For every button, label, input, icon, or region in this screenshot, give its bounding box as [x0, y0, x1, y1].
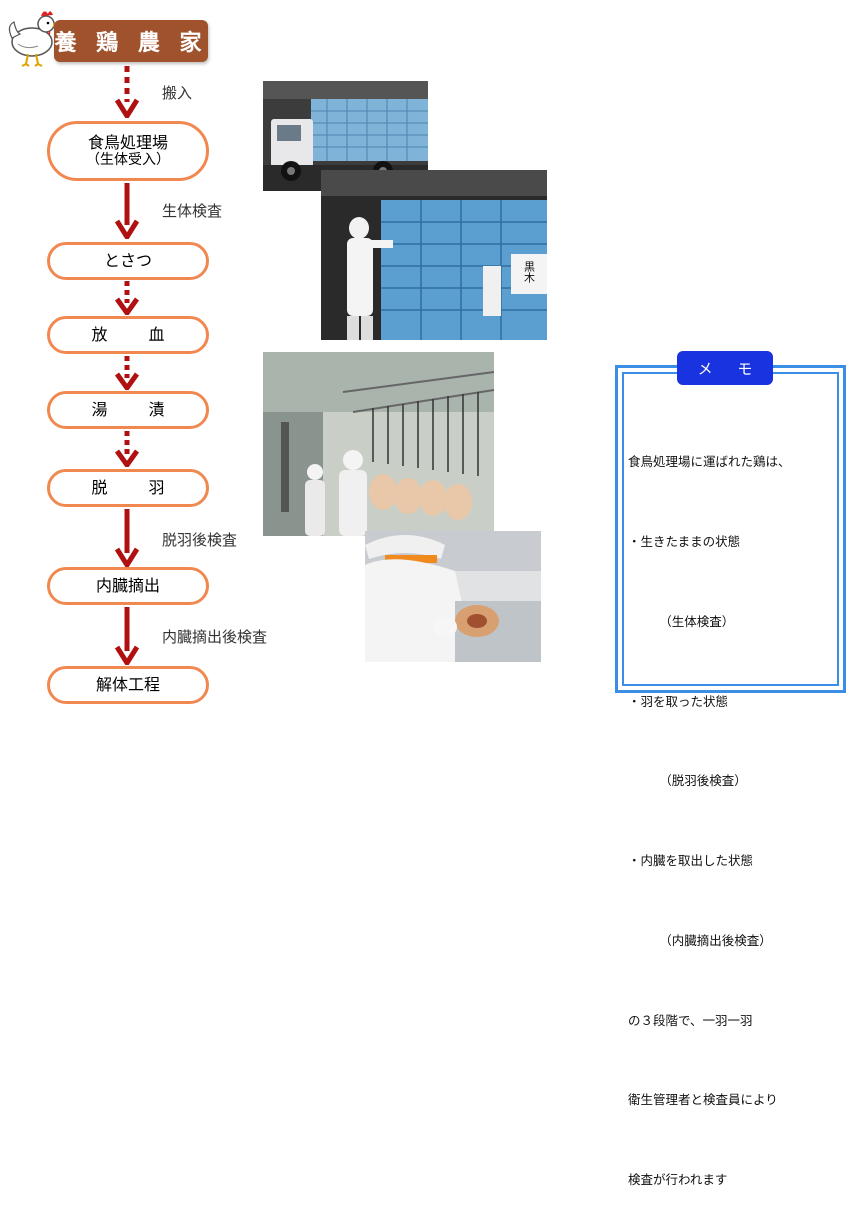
memo-line: ・内臓を取出した状態 — [628, 853, 754, 869]
chicken-icon — [8, 11, 59, 67]
step-scalding: 湯 漬 — [47, 391, 209, 429]
memo-title: メ モ — [677, 351, 773, 385]
memo-box — [615, 365, 846, 693]
crate-sign-text: 黒木 — [523, 261, 536, 284]
step-scalding-label: 湯 漬 — [91, 399, 183, 419]
step-slaughterhouse-sub: （生体受入） — [86, 152, 170, 169]
memo-line: 食鳥処理場に運ばれた鶏は、 — [628, 454, 791, 470]
farm-header: 養 鶏 農 家 — [54, 20, 208, 62]
label-post-evisceration-inspection: 内臓摘出後検査 — [162, 628, 268, 646]
dotted-arrow-4 — [114, 431, 140, 467]
step-defeathering-label: 脱 羽 — [91, 477, 183, 497]
dotted-arrow-1 — [114, 66, 140, 118]
solid-arrow-2 — [114, 509, 140, 567]
step-evisceration-label: 内臓摘出 — [95, 575, 160, 595]
step-dismantling: 解体工程 — [47, 666, 209, 704]
step-slaughterhouse: 食鳥処理場 （生体受入） — [47, 121, 209, 181]
label-post-defeather-inspection: 脱羽後検査 — [162, 531, 238, 549]
memo-text: 食鳥処理場に運ばれた鶏は、 ・生きたままの状態 （生体検査） ・羽を取った状態 … — [628, 396, 838, 1220]
dotted-arrow-2 — [114, 281, 140, 315]
memo-line: （内臓摘出後検査） — [628, 932, 772, 948]
dotted-arrow-3 — [114, 356, 140, 390]
photo-shackle-line — [263, 352, 494, 536]
solid-arrow-1 — [114, 183, 140, 239]
photo-evisceration — [365, 531, 541, 662]
memo-line: 衛生管理者と検査員により — [628, 1092, 778, 1108]
step-slaughter-label: とさつ — [103, 250, 152, 270]
photo-crate-inspection: 黒木 — [321, 170, 547, 340]
memo-line: 検査が行われます — [628, 1172, 728, 1188]
label-live-inspection: 生体検査 — [162, 202, 223, 220]
memo-line: （脱羽後検査） — [628, 773, 747, 789]
step-bleeding: 放 血 — [47, 316, 209, 354]
memo-line: ・生きたままの状態 — [628, 533, 741, 549]
step-evisceration: 内臓摘出 — [47, 567, 209, 605]
step-slaughter: とさつ — [47, 242, 209, 280]
step-slaughterhouse-label: 食鳥処理場 — [87, 132, 168, 152]
memo-line: （生体検査） — [628, 613, 735, 629]
step-bleeding-label: 放 血 — [91, 324, 183, 344]
memo-line: の３段階で、一羽一羽 — [628, 1012, 753, 1028]
memo-line: ・羽を取った状態 — [628, 693, 729, 709]
step-dismantling-label: 解体工程 — [95, 674, 160, 694]
step-defeathering: 脱 羽 — [47, 469, 209, 507]
label-transport: 搬入 — [162, 84, 193, 102]
solid-arrow-3 — [114, 607, 140, 665]
